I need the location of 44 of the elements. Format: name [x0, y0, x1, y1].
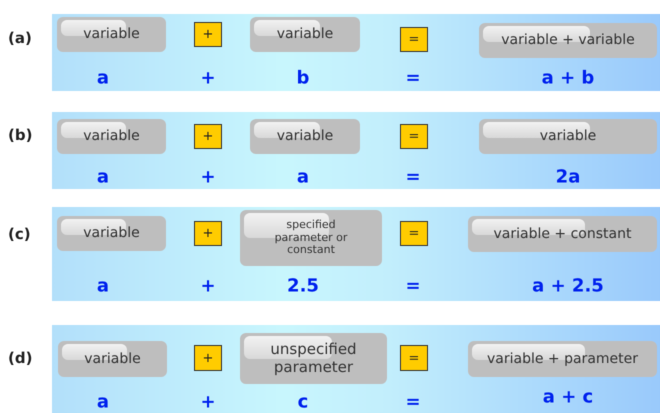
term-block: variable	[250, 119, 360, 154]
term-block: variable + parameter	[468, 341, 657, 377]
math-expression: a	[296, 166, 310, 188]
math-expression: =	[405, 276, 421, 296]
math-expression: 2a	[556, 166, 580, 188]
math-expression: a	[96, 166, 110, 188]
term-block: variable + constant	[468, 216, 657, 252]
term-block: variable	[57, 119, 166, 154]
math-expression: 2.5	[287, 276, 319, 296]
panel-label: (c)	[8, 225, 31, 243]
math-expression: c	[298, 392, 308, 412]
math-expression: +	[200, 166, 216, 188]
math-expression: +	[200, 276, 216, 296]
operator-box: =	[400, 221, 428, 246]
math-expression: =	[405, 68, 421, 88]
term-block: variable	[57, 216, 166, 251]
math-expression: +	[200, 392, 216, 412]
panel-label: (b)	[8, 126, 32, 144]
math-expression: a + b	[542, 68, 594, 88]
math-expression: a	[96, 276, 110, 296]
math-expression: =	[405, 166, 421, 188]
operator-box: +	[194, 345, 222, 371]
term-block: variable + variable	[479, 23, 657, 58]
operator-box: +	[194, 22, 222, 47]
panel-label: (d)	[8, 349, 32, 367]
math-expression: a	[96, 392, 110, 412]
operator-box: =	[400, 345, 428, 371]
term-block: variable	[479, 119, 657, 154]
term-block: variable	[57, 17, 166, 52]
panel-label: (a)	[8, 29, 32, 47]
operator-box: +	[194, 221, 222, 246]
operator-box: +	[194, 124, 222, 149]
math-expression: b	[296, 68, 310, 88]
math-expression: a	[96, 68, 110, 88]
operator-box: =	[400, 27, 428, 52]
math-expression: =	[405, 392, 421, 412]
term-block: variable	[58, 341, 167, 377]
math-expression: a + 2.5	[532, 276, 604, 296]
term-block: unspecified parameter	[240, 333, 387, 384]
operator-box: =	[400, 124, 428, 149]
math-expression: a + c	[542, 386, 594, 408]
term-block: variable	[250, 17, 360, 52]
math-expression: +	[200, 68, 216, 88]
term-block: specified parameter or constant	[240, 210, 382, 266]
